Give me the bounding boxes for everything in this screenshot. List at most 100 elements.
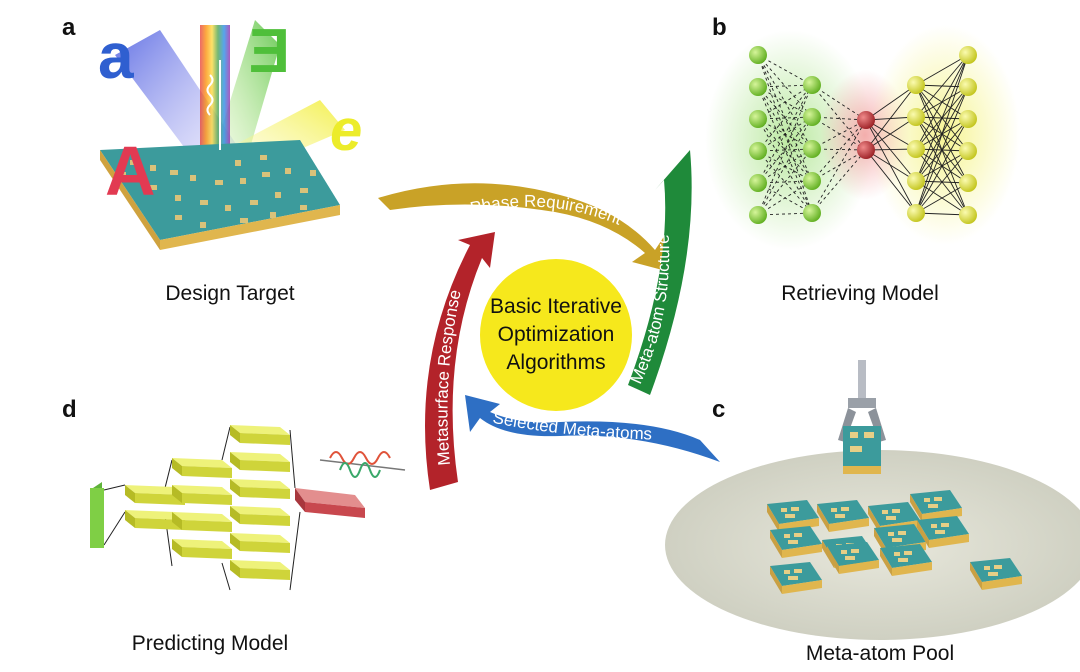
network-edge xyxy=(865,119,917,214)
meta-atom-tiles xyxy=(767,490,1022,594)
design-target-illustration: a A E e xyxy=(98,17,362,250)
iterative-cycle: Phase Requirement Meta-atom Structure Se… xyxy=(378,150,720,490)
center-circle xyxy=(476,255,636,415)
red-node xyxy=(857,141,875,159)
network-edge xyxy=(865,84,917,121)
predicting-connections xyxy=(103,426,301,591)
hidden-neuron-bar xyxy=(172,539,232,559)
network-edge xyxy=(757,84,813,184)
network-edge xyxy=(811,119,867,150)
green-light-beam xyxy=(215,20,280,165)
network-edge xyxy=(811,84,867,121)
network-edges xyxy=(757,54,969,216)
hidden-neuron-bar xyxy=(230,533,290,553)
metasurface-response-label: Metasurface Response xyxy=(432,288,464,466)
network-edge xyxy=(811,149,867,214)
hidden-neuron-bar xyxy=(172,485,232,505)
network-edge xyxy=(811,116,867,151)
network-edge xyxy=(915,54,969,150)
metasurface-left-side xyxy=(100,150,160,250)
layer-connection xyxy=(289,429,296,489)
network-edge xyxy=(811,84,867,151)
green-node xyxy=(803,172,821,190)
network-edge xyxy=(865,149,917,214)
center-line-2: Optimization xyxy=(498,323,615,346)
network-edge xyxy=(865,119,917,150)
meta-atom-tile xyxy=(917,516,969,548)
hidden-neuron-bar xyxy=(125,485,185,505)
yellow-node xyxy=(959,110,977,128)
network-edge xyxy=(757,54,813,118)
network-edge xyxy=(865,149,917,182)
metasurface-gold-side xyxy=(160,205,340,250)
yellow-node xyxy=(907,204,925,222)
network-edge xyxy=(811,119,867,182)
yellow-node xyxy=(959,174,977,192)
network-edge xyxy=(915,54,969,86)
green-node xyxy=(749,110,767,128)
yellow-node xyxy=(959,206,977,224)
yellow-node xyxy=(907,172,925,190)
panel-letter-a: a xyxy=(62,14,76,41)
meta-atom-tile xyxy=(970,558,1022,590)
hidden-layers xyxy=(125,425,290,580)
yellow-node xyxy=(907,76,925,94)
output-layer xyxy=(305,502,365,518)
caption-design-target: Design Target xyxy=(165,282,295,305)
network-edge xyxy=(915,54,969,118)
red-node xyxy=(857,111,875,129)
green-node xyxy=(803,204,821,222)
gripper-icon xyxy=(838,360,886,474)
meta-atom-tile xyxy=(767,500,819,532)
caption-meta-atom-pool: Meta-atom Pool xyxy=(805,642,955,665)
network-nodes xyxy=(749,46,977,224)
network-edge xyxy=(915,54,969,214)
network-edge xyxy=(915,86,969,214)
network-edge xyxy=(865,119,917,182)
phase-requirement-arrow xyxy=(378,183,670,272)
hidden-neuron-bar xyxy=(230,452,290,472)
panel-letter-c: c xyxy=(712,396,726,423)
yellow-node xyxy=(959,46,977,64)
green-node xyxy=(803,108,821,126)
meta-atom-tile xyxy=(827,542,879,574)
network-edge xyxy=(915,150,969,214)
network-edge xyxy=(757,118,813,182)
green-node xyxy=(749,142,767,160)
incident-wave-icon xyxy=(206,74,214,116)
layer-connection xyxy=(103,511,126,546)
network-edge xyxy=(757,148,813,216)
green-node xyxy=(803,140,821,158)
network-edge xyxy=(757,54,813,214)
retrieving-model-network xyxy=(705,25,1020,250)
network-edge xyxy=(757,84,813,120)
pool-platform xyxy=(665,450,1080,640)
green-node xyxy=(749,78,767,96)
network-edge xyxy=(811,149,867,182)
output-bar-top xyxy=(295,488,365,508)
green-node xyxy=(749,206,767,224)
hidden-neuron-bar xyxy=(230,425,290,445)
layer-connection xyxy=(289,511,301,591)
hidden-neuron-bar xyxy=(230,506,290,526)
yellow-node xyxy=(959,142,977,160)
layer-connection xyxy=(221,426,231,461)
panel-letter-d: d xyxy=(62,396,77,423)
network-edge xyxy=(757,180,813,216)
network-edge xyxy=(757,116,813,216)
center-line-1: Basic Iterative xyxy=(490,295,622,318)
caption-retrieving-model: Retrieving Model xyxy=(781,282,939,305)
network-edge xyxy=(915,118,969,214)
network-edge xyxy=(757,150,813,214)
letter-E-glyph: E xyxy=(249,17,290,86)
center-line-3: Algorithms xyxy=(506,351,605,374)
meta-atom-pool-illustration xyxy=(665,360,1080,640)
yellow-node xyxy=(959,78,977,96)
hidden-neuron-bar xyxy=(172,512,232,532)
hidden-neuron-bar xyxy=(172,458,232,478)
meta-atom-tile xyxy=(770,562,822,594)
layer-connection xyxy=(164,459,173,489)
yellow-node xyxy=(907,140,925,158)
hidden-neuron-bar xyxy=(230,560,290,580)
